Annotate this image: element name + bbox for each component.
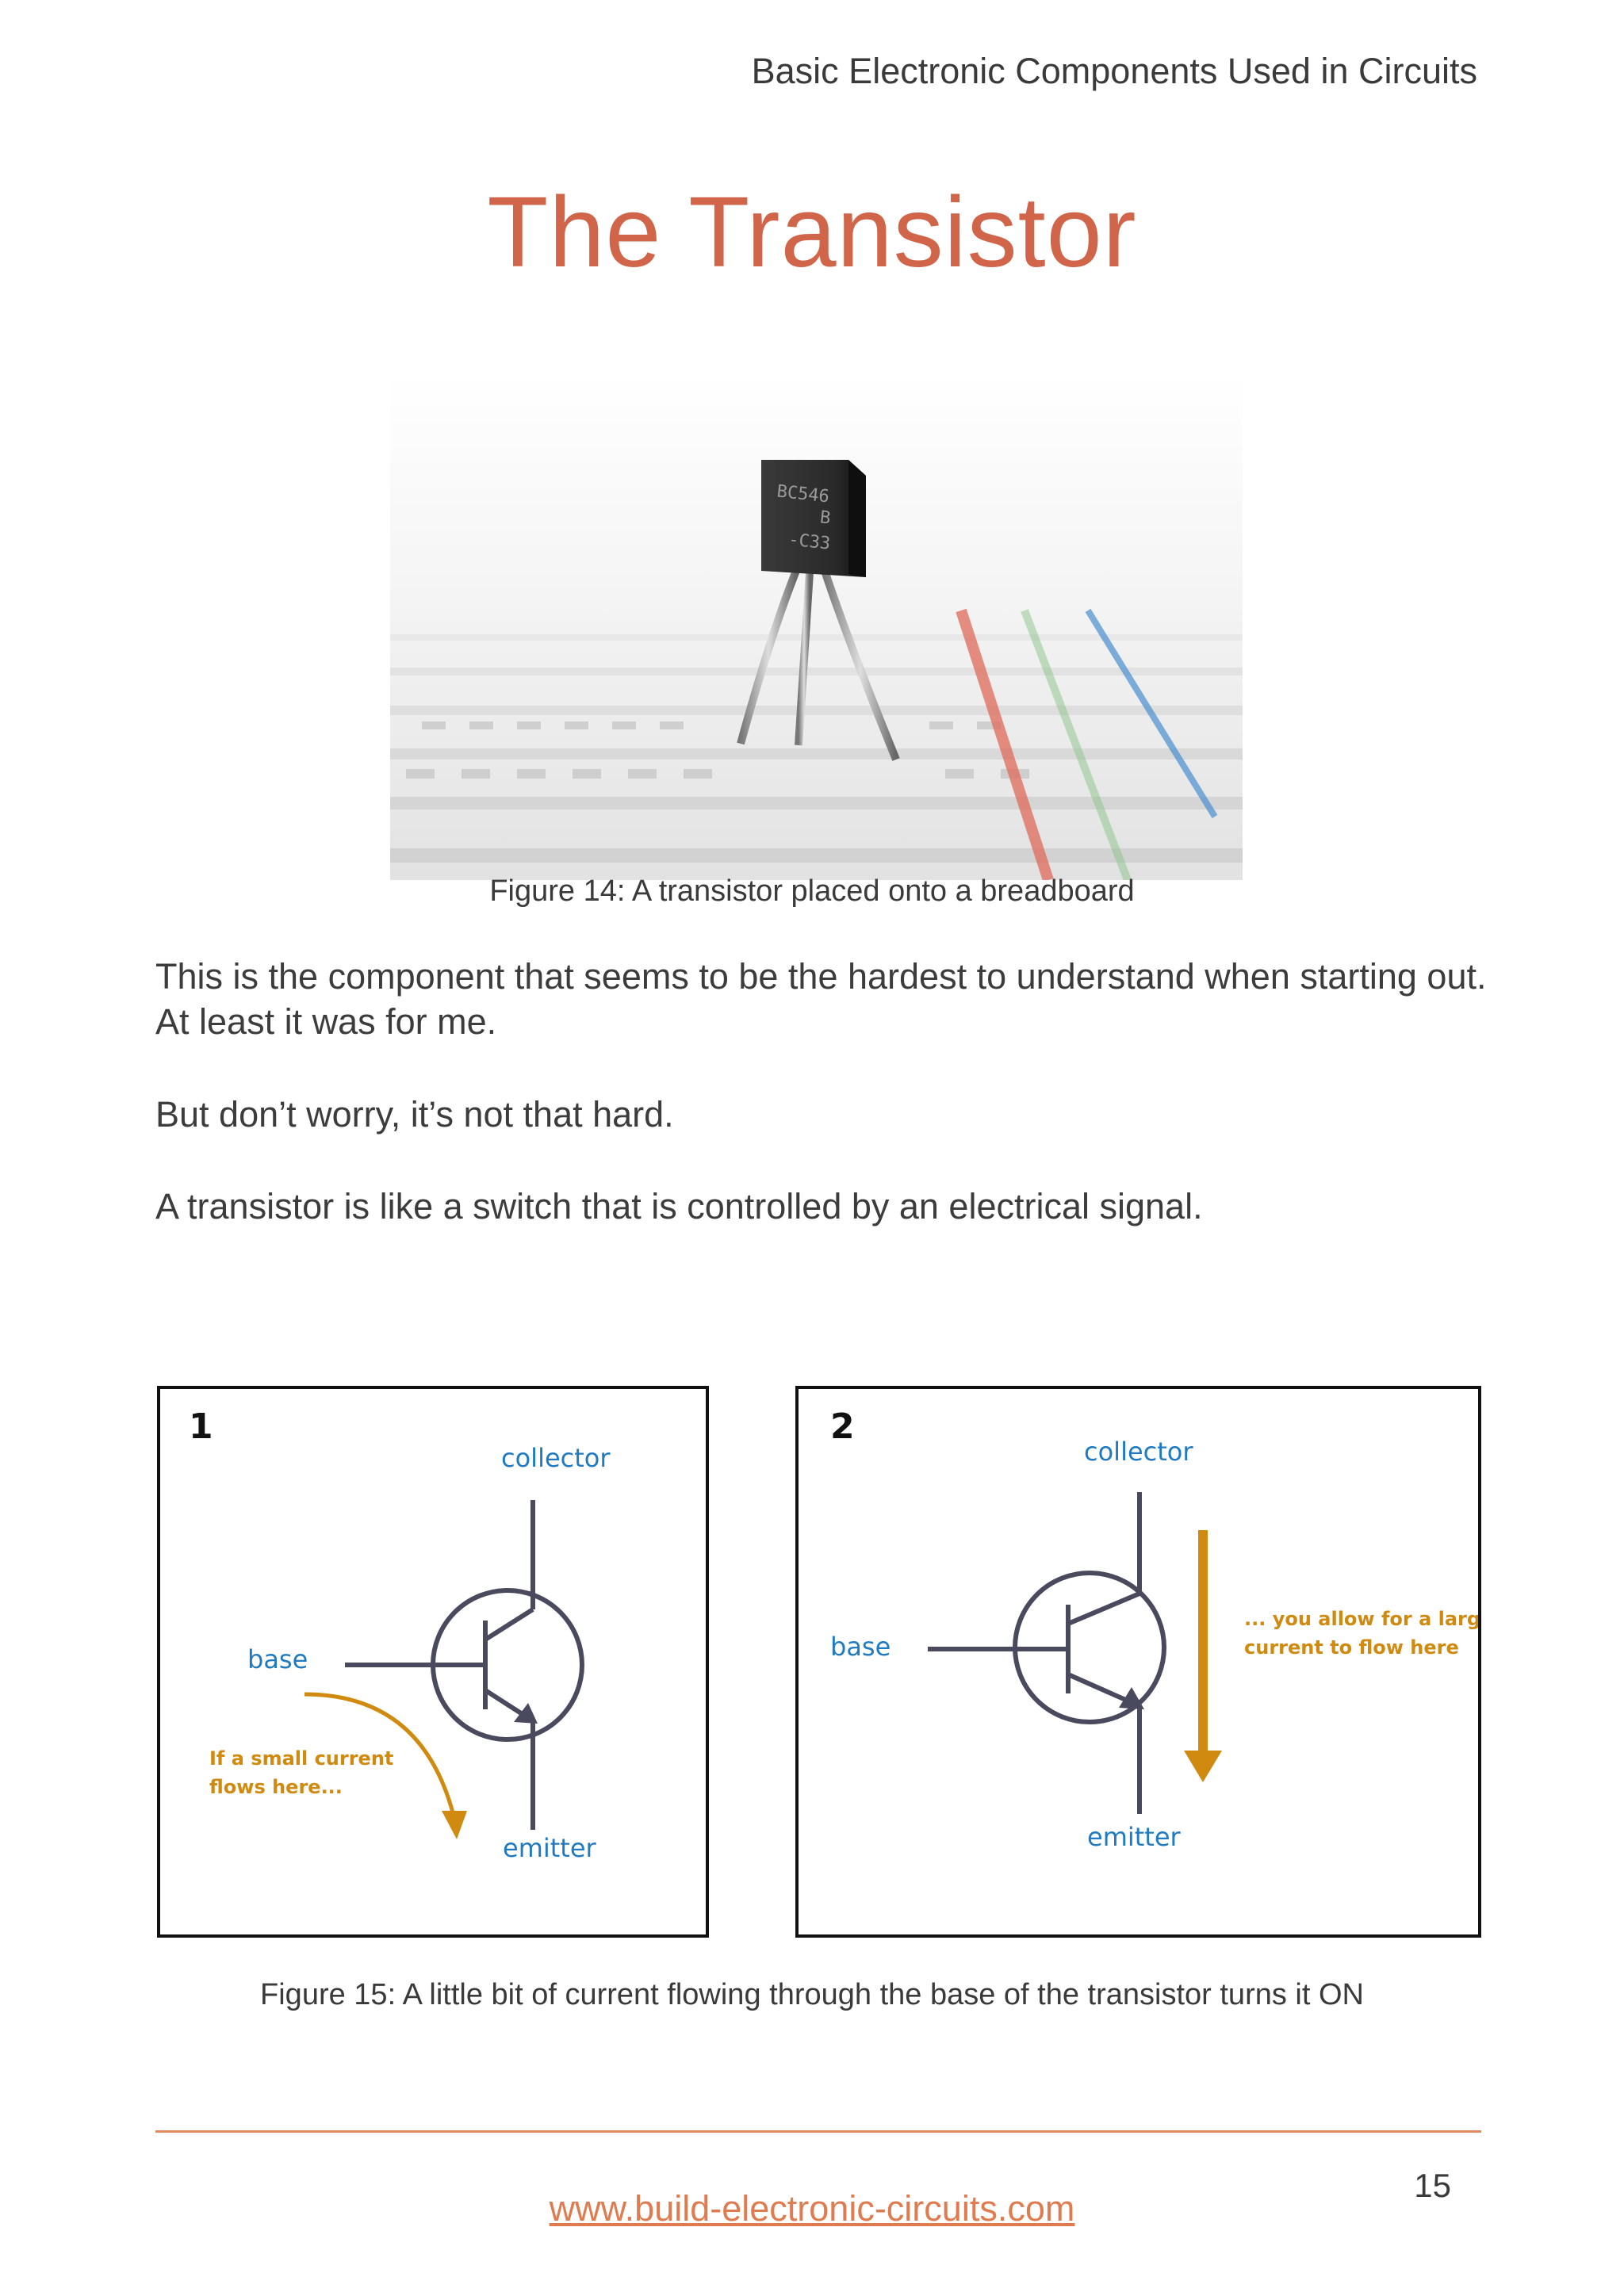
collector-label: collector [501,1443,611,1473]
figure-15-caption: Figure 15: A little bit of current flowi… [260,1978,1364,2011]
diagram-panel-1: 1 collector base emitter If a small curr… [157,1386,709,1938]
emitter-label: emitter [503,1833,597,1863]
footer-divider [155,2130,1481,2133]
emitter-label: emitter [1087,1822,1182,1852]
annotation-line-2: current to flow here [1244,1636,1459,1659]
collector-label: collector [1084,1437,1193,1467]
page-title: The Transistor [487,176,1137,288]
current-arrowhead-collector [1184,1751,1222,1782]
annotation-line-2: flows here... [209,1776,343,1798]
base-label: base [247,1644,308,1674]
emitter-arrowhead [514,1703,538,1724]
paragraph-2: But don’t worry, it’s not that hard. [155,1094,674,1135]
diagram-panel-2: 2 collector base emitter ... you allow f… [795,1386,1481,1938]
transistor-symbol [345,1500,584,1830]
transistor-symbol [928,1492,1166,1814]
website-link[interactable]: www.build-electronic-circuits.com [549,2188,1075,2229]
paragraph-3: A transistor is like a switch that is co… [155,1186,1203,1226]
svg-text:-C33: -C33 [787,530,831,553]
annotation-line-1: ... you allow for a larger [1244,1608,1478,1630]
running-header: Basic Electronic Components Used in Circ… [751,51,1477,91]
panel-number: 1 [189,1406,213,1447]
figure-14-caption: Figure 14: A transistor placed onto a br… [489,874,1135,908]
emitter-arrowhead [1119,1687,1144,1709]
current-arrowhead-base [442,1811,467,1839]
paragraph-1: This is the component that seems to be t… [155,956,1487,1042]
base-label: base [830,1632,891,1662]
annotation-line-1: If a small current [209,1747,393,1770]
svg-text:B: B [819,507,832,528]
panel-number: 2 [830,1406,855,1447]
page-number: 15 [1414,2167,1451,2204]
current-arrow-base [304,1692,456,1816]
transistor-photo: BC546 B -C33 [390,373,1243,880]
